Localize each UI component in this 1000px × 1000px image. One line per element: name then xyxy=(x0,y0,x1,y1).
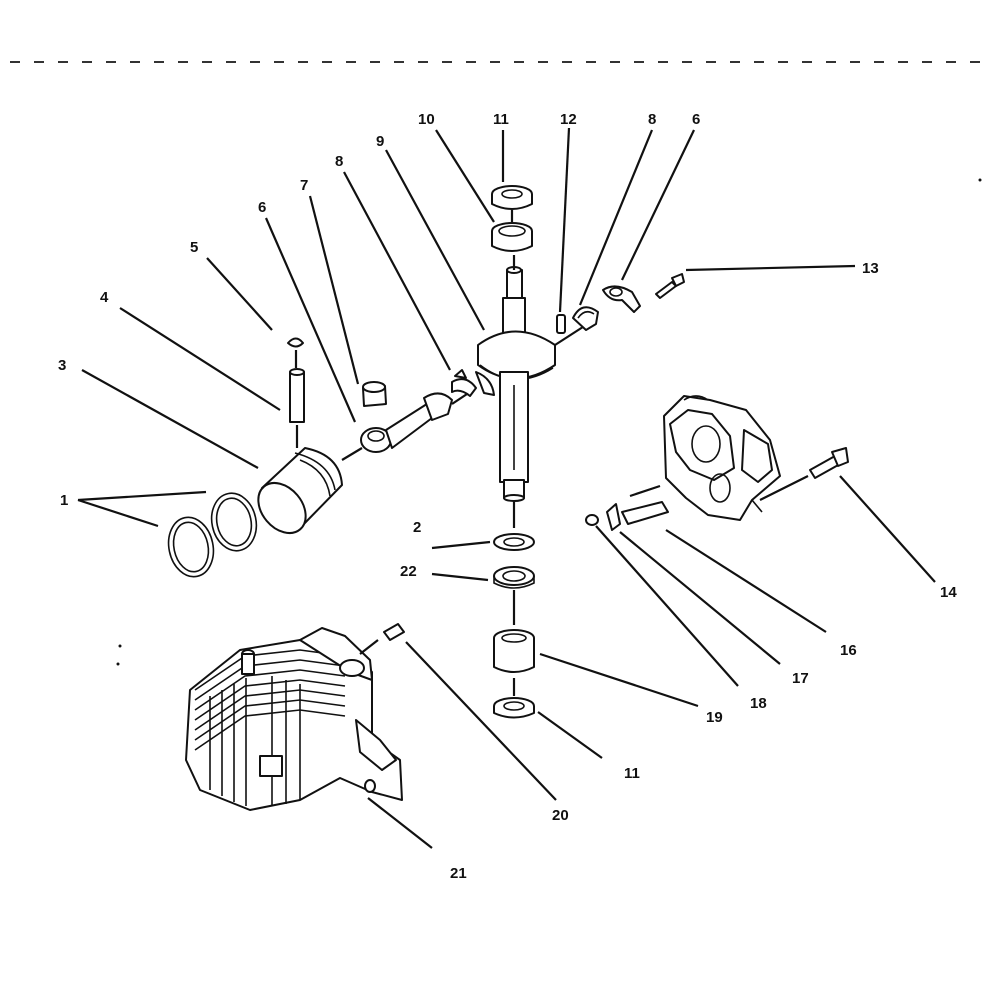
callout-16: 16 xyxy=(840,642,857,659)
leader-lines xyxy=(77,127,936,849)
cylinder-block xyxy=(185,627,403,811)
callout-6-right: 6 xyxy=(692,111,700,128)
callout-8-left: 8 xyxy=(335,153,343,170)
stray-marks xyxy=(116,178,982,666)
screw-13 xyxy=(655,264,856,299)
callout-19: 19 xyxy=(706,709,723,726)
lower-oil-seal xyxy=(493,697,535,719)
crankshaft-key xyxy=(556,314,566,334)
crankshaft xyxy=(475,255,587,528)
nut-18 xyxy=(585,514,599,526)
connecting-rod xyxy=(360,391,471,453)
upper-oil-seal xyxy=(491,185,533,210)
callout-1: 1 xyxy=(60,492,68,509)
thrust-washer xyxy=(493,533,535,551)
callout-11-top: 11 xyxy=(493,111,509,128)
callout-9: 9 xyxy=(376,133,384,150)
callout-4: 4 xyxy=(100,289,109,306)
bolt-14 xyxy=(759,447,849,501)
piston-rings xyxy=(167,492,258,578)
timing-gear xyxy=(572,306,599,331)
callout-20: 20 xyxy=(552,807,569,824)
rod-cap xyxy=(451,369,477,397)
upper-bushing xyxy=(491,222,533,252)
pin-retainer xyxy=(287,337,304,368)
dowel-pin-20 xyxy=(359,623,405,655)
callout-2: 2 xyxy=(413,519,421,536)
callout-18: 18 xyxy=(750,695,767,712)
wrist-pin xyxy=(289,368,305,448)
callout-11-bottom: 11 xyxy=(624,765,640,782)
callout-13: 13 xyxy=(862,260,879,277)
washer-17 xyxy=(606,503,621,531)
callout-3: 3 xyxy=(58,357,66,374)
gasket-16 xyxy=(621,484,669,525)
callout-7: 7 xyxy=(300,177,308,194)
callout-21: 21 xyxy=(450,865,467,882)
callout-8-right: 8 xyxy=(648,111,656,128)
callout-10: 10 xyxy=(418,111,435,128)
callout-17: 17 xyxy=(792,670,809,687)
crankcase-cover xyxy=(663,395,781,521)
governor-link xyxy=(602,285,641,313)
lower-bearing xyxy=(493,566,535,589)
lower-bushing xyxy=(493,629,535,673)
callout-12: 12 xyxy=(560,111,577,128)
callout-6-left: 6 xyxy=(258,199,266,216)
dowel-pin-21 xyxy=(364,779,376,793)
callout-5: 5 xyxy=(190,239,198,256)
callout-14: 14 xyxy=(940,584,957,601)
rod-bushing xyxy=(362,381,387,407)
callout-22: 22 xyxy=(400,563,417,580)
piston xyxy=(257,447,363,535)
callout-labels: 1 2 3 4 5 6 7 8 9 10 11 12 8 6 13 14 16 … xyxy=(58,111,957,882)
